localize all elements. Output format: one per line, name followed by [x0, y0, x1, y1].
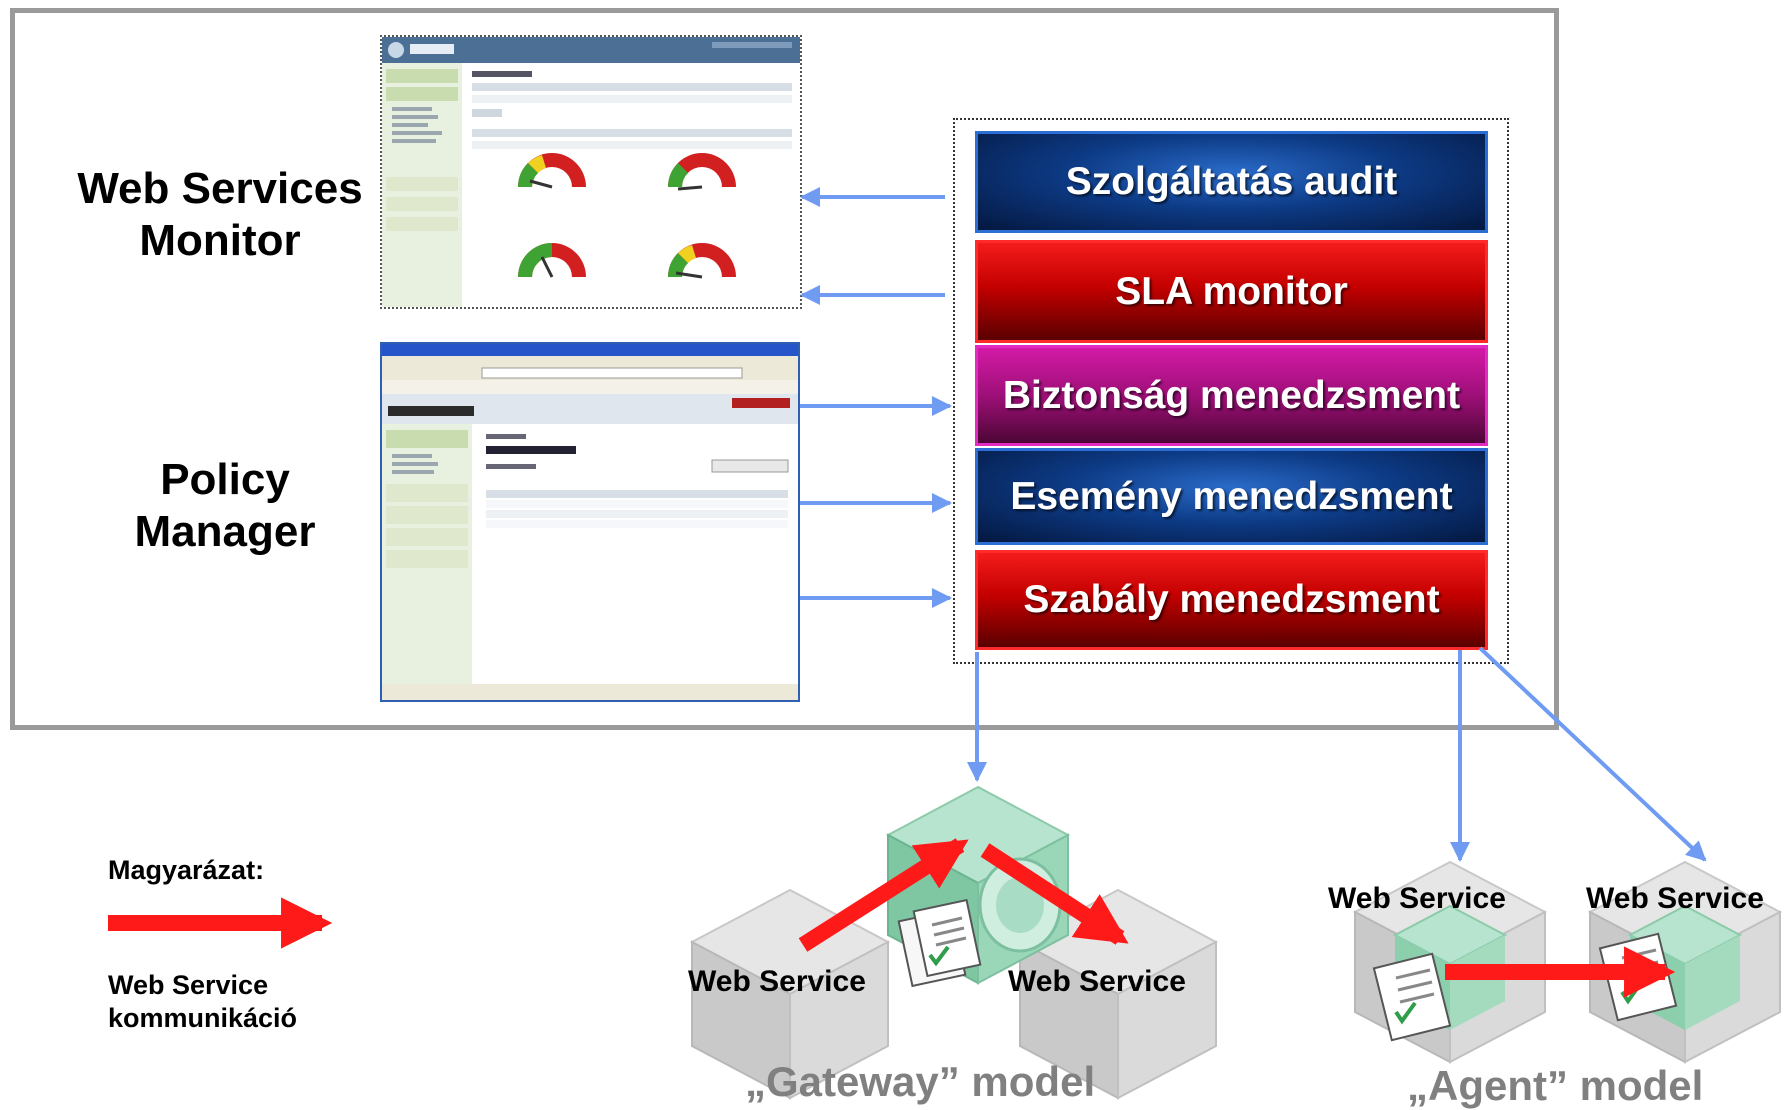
agent-ws-left-label: Web Service [1328, 882, 1506, 915]
gateway-document-icon [897, 898, 982, 988]
gateway-ws-right-label: Web Service [1008, 965, 1186, 998]
gateway-left-cube [689, 888, 891, 1100]
block-biztonsag-menedzsment: Biztonság menedzsment [975, 345, 1488, 446]
gateway-arrow-in [798, 838, 969, 952]
block-esemeny-menedzsment-label: Esemény menedzsment [1010, 474, 1453, 518]
block-sla-monitor-label: SLA monitor [1115, 269, 1348, 313]
monitor-screenshot [380, 35, 802, 309]
block-szabaly-menedzsment-label: Szabály menedzsment [1023, 578, 1440, 621]
block-esemeny-menedzsment: Esemény menedzsment [975, 448, 1488, 545]
wsm-label-line1: Web Services [77, 164, 363, 213]
agent-model-label: „Agent” model [1407, 1062, 1704, 1109]
monitor-screenshot-image [382, 37, 800, 307]
policy-manager-label: Policy Manager [90, 454, 360, 558]
pm-label-line2: Manager [134, 507, 316, 556]
legend-description: Web Service kommunikáció [108, 969, 297, 1035]
agent-ws-right-label: Web Service [1586, 882, 1764, 915]
block-szolgaltatas-audit: Szolgáltatás audit [975, 131, 1488, 233]
pm-label-line1: Policy [160, 455, 290, 504]
arrow-to-agent-right [1478, 646, 1707, 862]
legend-title: Magyarázat: [108, 855, 265, 885]
web-services-monitor-label: Web Services Monitor [40, 163, 400, 267]
gateway-ws-left-label: Web Service [688, 965, 866, 998]
block-biztonsag-menedzsment-label: Biztonság menedzsment [1002, 373, 1461, 417]
block-szolgaltatas-audit-label: Szolgáltatás audit [1065, 160, 1398, 203]
legend-line1: Web Service [108, 970, 269, 1000]
gateway-arrow-out [980, 843, 1129, 945]
agent-left-document-icon [1372, 952, 1452, 1042]
legend-line2: kommunikáció [108, 1003, 298, 1033]
policy-manager-screenshot-image [382, 344, 798, 700]
policy-manager-screenshot [380, 342, 800, 702]
gateway-model-label: „Gateway” model [745, 1058, 1096, 1105]
management-group-box [953, 118, 1509, 664]
block-szabaly-menedzsment: Szabály menedzsment [975, 550, 1488, 650]
wsm-label-line2: Monitor [139, 216, 301, 265]
block-sla-monitor: SLA monitor [975, 240, 1488, 343]
system-frame [10, 8, 1559, 730]
